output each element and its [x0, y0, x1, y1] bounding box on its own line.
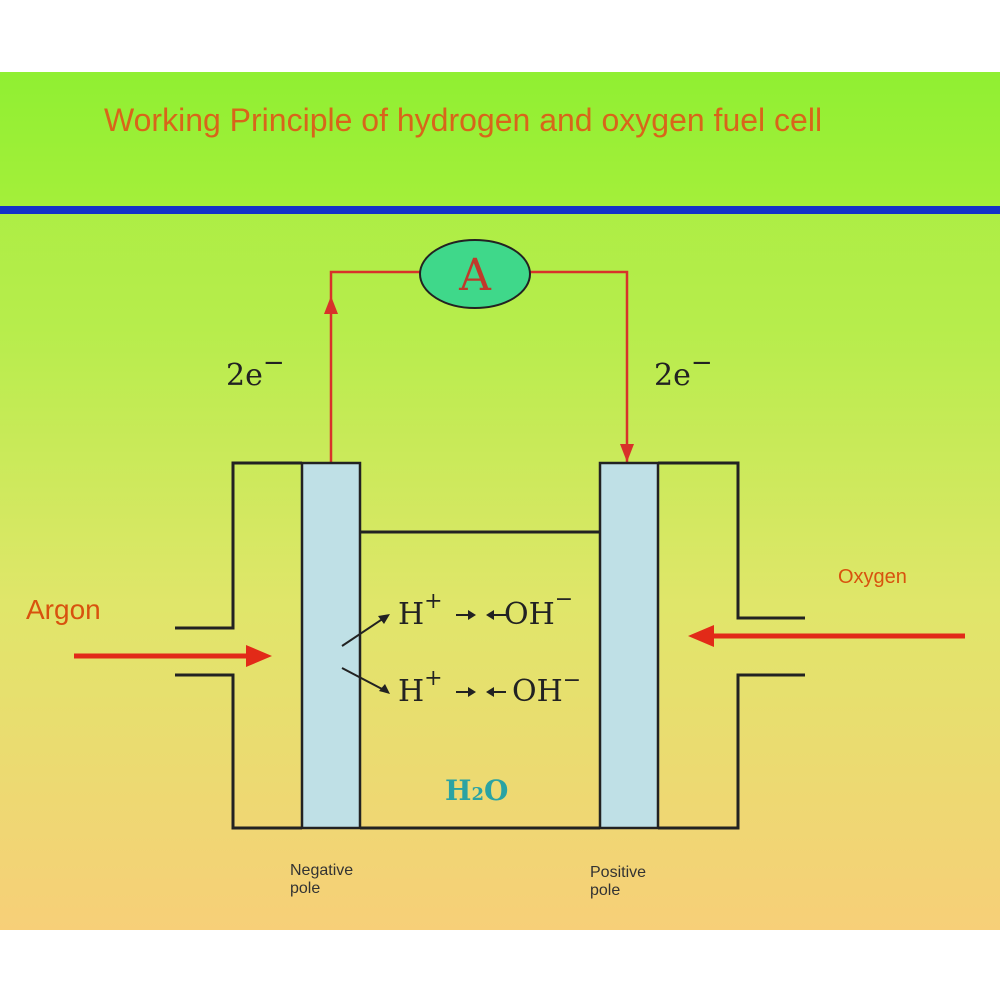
hydroxide-label-1: OH− — [504, 587, 573, 632]
title-divider — [0, 206, 1000, 214]
positive-pole-label: Positive pole — [590, 864, 647, 899]
electron-label-right: 2e− — [654, 348, 713, 393]
proton-label-1: H+ — [398, 589, 443, 632]
ion-arrows — [341, 610, 506, 697]
housing-left-upper — [175, 461, 302, 630]
proton-label-2: H+ — [398, 666, 443, 709]
electron-flow-down-arrowhead — [620, 444, 634, 462]
oxygen-label: Oxygen — [838, 566, 907, 588]
h-arrow-2-head — [468, 687, 476, 697]
header-band — [0, 72, 1000, 206]
argon-label: Argon — [26, 594, 101, 625]
wire-left — [329, 270, 420, 463]
negative-electrode — [300, 461, 362, 830]
housing-right-lower — [658, 673, 805, 830]
electron-label-left: 2e− — [226, 348, 285, 393]
oh-arrow-2-head — [486, 687, 494, 697]
proton-path-lower — [341, 667, 385, 691]
negative-pole-label: Negative pole — [290, 862, 354, 897]
diagram-title: Working Principle of hydrogen and oxygen… — [104, 102, 823, 138]
electrolyte-formula: H2O — [445, 774, 508, 807]
proton-path-upper-head — [378, 614, 390, 624]
electron-flow-up-arrowhead — [324, 296, 338, 314]
wire-right — [530, 270, 629, 463]
positive-electrode — [598, 461, 660, 830]
oxygen-inlet-arrow — [688, 625, 965, 647]
oh-arrow-1-head — [486, 610, 494, 620]
housing-left-lower — [175, 673, 302, 830]
ion-labels: H+ OH− H+ OH− — [398, 587, 581, 709]
argon-inlet-arrow — [74, 645, 272, 667]
proton-path-upper — [341, 617, 385, 647]
proton-path-lower-head — [379, 684, 390, 694]
ammeter-symbol: A — [458, 250, 492, 301]
external-circuit — [324, 270, 634, 463]
cell-housing — [175, 461, 805, 830]
ammeter-body — [419, 239, 531, 309]
h-arrow-1-head — [468, 610, 476, 620]
housing-right-upper — [658, 461, 805, 620]
ammeter: A — [419, 239, 531, 309]
hydroxide-label-2: OH− — [512, 668, 581, 709]
background-panel: Working Principle of hydrogen and oxygen… — [0, 72, 1000, 930]
